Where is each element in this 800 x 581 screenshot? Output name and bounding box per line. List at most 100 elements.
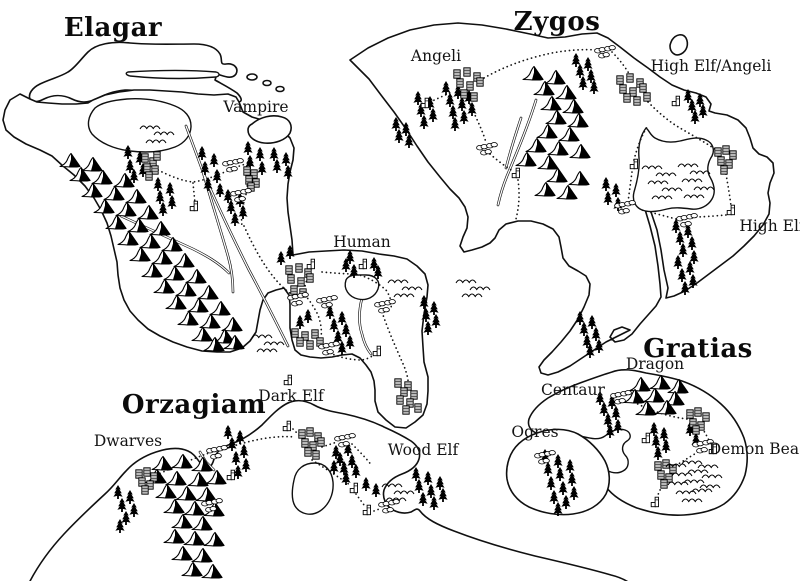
tree-icon xyxy=(429,496,439,510)
building-icon xyxy=(717,156,725,166)
building-icon xyxy=(145,171,153,181)
building-icon xyxy=(657,470,665,480)
building-icon xyxy=(616,75,624,85)
trail xyxy=(655,485,663,501)
building-icon xyxy=(298,429,306,439)
building-icon xyxy=(296,337,304,347)
building-icon xyxy=(460,89,468,99)
building-icon xyxy=(702,412,710,422)
tree-icon xyxy=(435,476,445,490)
building-icon xyxy=(141,485,149,495)
trail xyxy=(311,459,351,486)
islet-2 xyxy=(262,79,272,87)
waves-icon xyxy=(263,341,285,346)
tree-icon xyxy=(423,471,433,485)
trail xyxy=(301,291,323,339)
islet-high-elf xyxy=(669,34,689,56)
trail xyxy=(627,171,633,203)
hut-icon xyxy=(206,447,218,454)
building-icon xyxy=(643,92,651,102)
building-icon xyxy=(400,387,408,397)
trail xyxy=(725,173,732,207)
building-icon xyxy=(297,277,305,287)
building-icon xyxy=(722,145,730,155)
trail xyxy=(429,91,453,103)
building-icon xyxy=(312,450,320,460)
region-label-vampire: Vampire xyxy=(222,98,288,116)
region-label-demon-beast: Demon Beast xyxy=(709,440,800,458)
region-label-wood-elf: Wood Elf xyxy=(388,441,460,459)
building-icon xyxy=(394,378,402,388)
waves-icon xyxy=(256,348,278,353)
building-icon xyxy=(138,477,146,487)
building-icon xyxy=(476,77,484,87)
hut-icon xyxy=(388,499,400,506)
island-vampire xyxy=(247,115,292,144)
building-icon xyxy=(306,427,314,437)
building-icon xyxy=(295,263,303,273)
trails xyxy=(151,48,732,512)
landmass-gratias xyxy=(527,368,748,516)
trail xyxy=(303,267,311,291)
building-icon xyxy=(143,467,151,477)
region-label-dark-elf: Dark Elf xyxy=(258,387,325,405)
human-pond xyxy=(344,274,380,301)
building-icon xyxy=(692,425,700,435)
map-labels: Elagar Zygos Orzagiam Gratias Vampire An… xyxy=(64,7,800,459)
building-icon xyxy=(396,395,404,405)
waves-icon xyxy=(251,334,273,339)
trail xyxy=(633,126,648,161)
continent-label-gratias: Gratias xyxy=(643,334,753,364)
building-icon xyxy=(456,78,464,88)
building-icon xyxy=(150,472,158,482)
building-icon xyxy=(301,438,309,448)
building-icon xyxy=(414,403,422,413)
waves-icon xyxy=(469,286,491,291)
building-icon xyxy=(623,93,631,103)
tree-icon xyxy=(394,129,404,143)
building-icon xyxy=(714,147,722,157)
building-icon xyxy=(629,87,637,97)
tree-icon xyxy=(223,425,233,439)
building-icon xyxy=(306,273,314,283)
zygos-lagoon xyxy=(632,127,715,213)
trail xyxy=(629,399,688,420)
trail xyxy=(321,271,393,309)
building-icon xyxy=(470,92,478,102)
tower-icon xyxy=(283,374,292,386)
building-icon xyxy=(143,163,151,173)
continent-label-zygos: Zygos xyxy=(514,7,601,37)
trail xyxy=(381,311,410,389)
building-icon xyxy=(654,461,662,471)
landmass-ogres xyxy=(505,428,611,516)
region-label-angeli: Angeli xyxy=(410,47,461,65)
trail xyxy=(321,441,338,448)
waves-icon xyxy=(461,293,483,298)
building-icon xyxy=(410,390,418,400)
trail xyxy=(192,182,196,204)
islet-3 xyxy=(275,85,285,93)
waves-icon xyxy=(393,490,415,495)
building-icon xyxy=(151,165,159,175)
building-icon xyxy=(306,340,314,350)
building-icon xyxy=(287,274,295,284)
region-label-centaur: Centaur xyxy=(541,381,605,399)
region-label-ogres: Ogres xyxy=(511,423,558,441)
orzagiam-lake xyxy=(291,462,334,515)
region-label-human: Human xyxy=(333,233,390,251)
building-icon xyxy=(463,67,471,77)
trail xyxy=(373,507,383,512)
building-icon xyxy=(285,265,293,275)
tree-icon xyxy=(426,484,436,498)
elagar-northwest-bay xyxy=(87,98,192,153)
tree-icon xyxy=(423,321,433,335)
trail xyxy=(647,101,719,152)
building-icon xyxy=(686,409,694,419)
trail xyxy=(641,209,677,220)
building-icon xyxy=(466,81,474,91)
islet-1 xyxy=(246,73,258,81)
tree-icon xyxy=(414,479,424,493)
building-icon xyxy=(141,153,149,163)
